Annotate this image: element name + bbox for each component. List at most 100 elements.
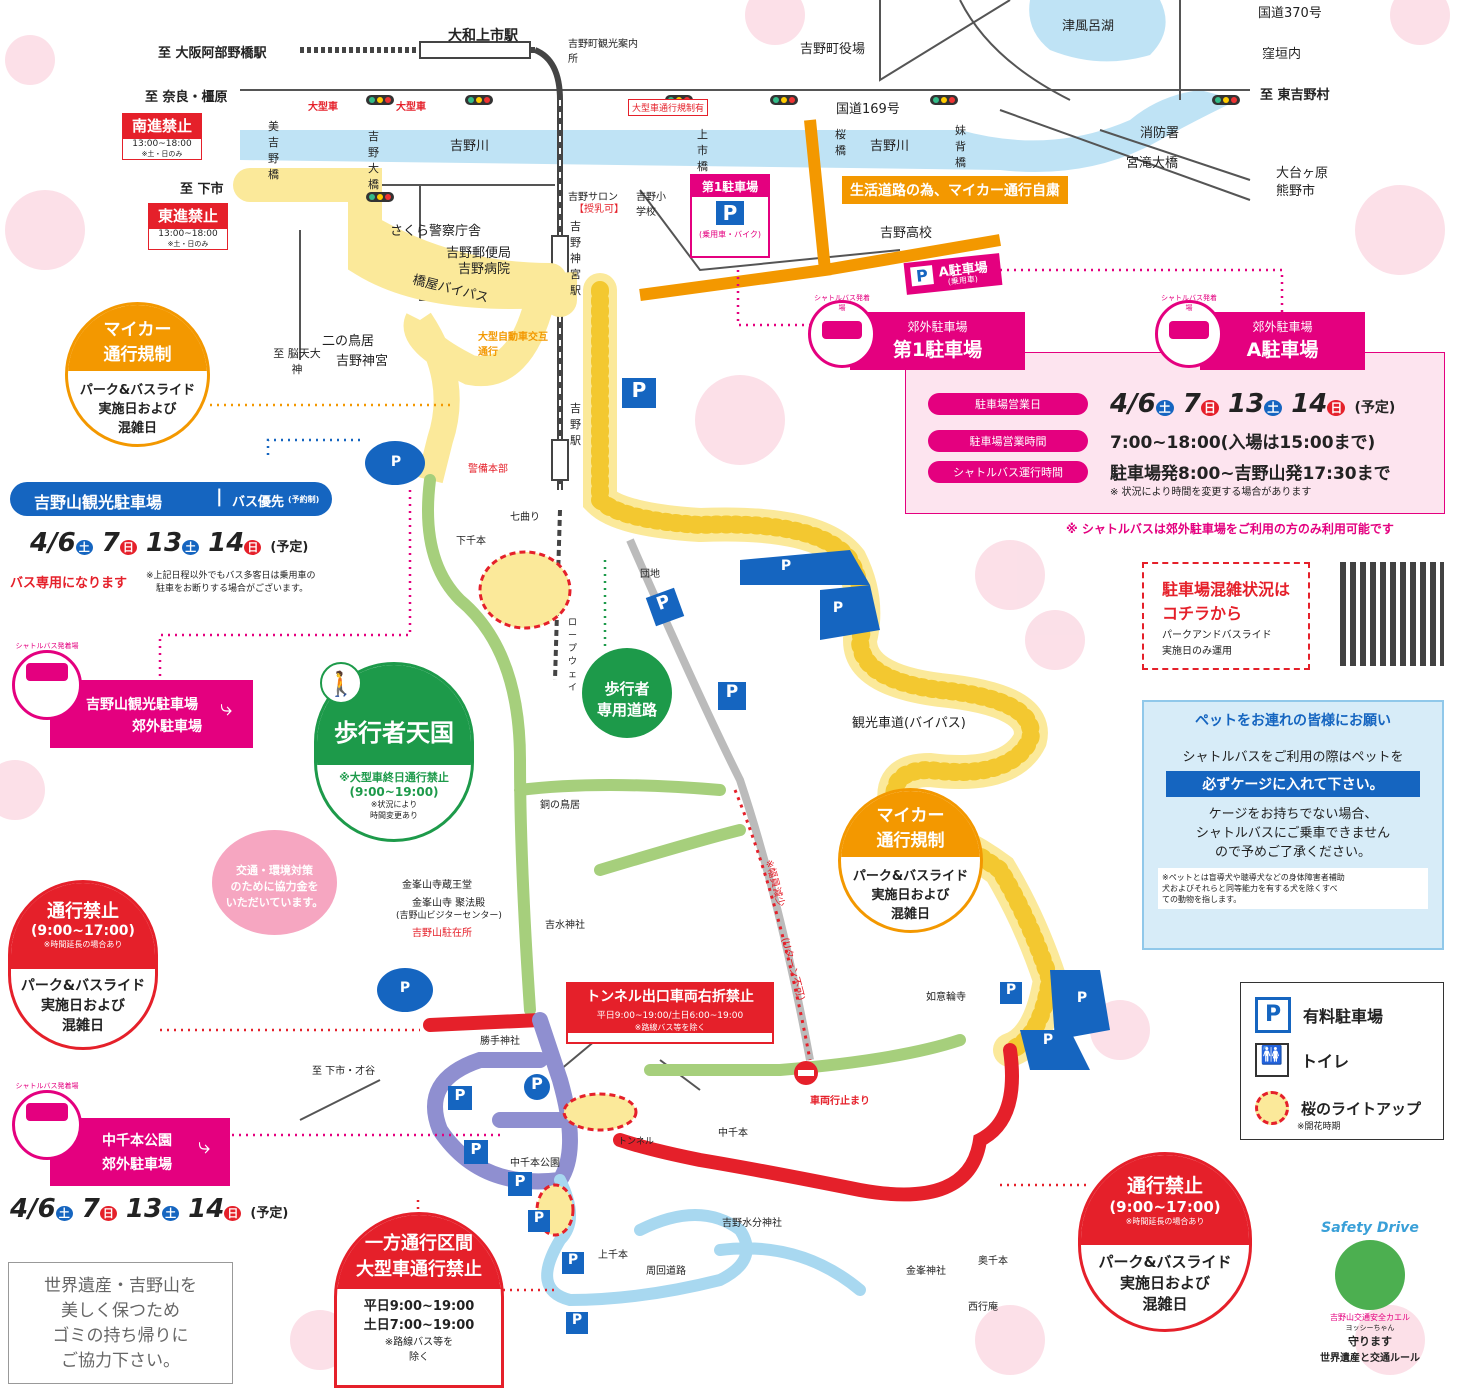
parking-icon[interactable]: P	[1000, 982, 1022, 1004]
parking-icon[interactable]: P	[622, 378, 656, 408]
qr-code[interactable]	[1340, 562, 1444, 666]
dir-nara: 至 奈良・橿原	[145, 90, 228, 105]
loop-road: 周回道路	[646, 1266, 686, 1277]
shuttle-stop-kanko[interactable]: 吉野山観光駐車場 郊外駐車場 ⤷	[50, 680, 253, 748]
visitor: (吉野山ビジターセンター)	[396, 911, 502, 921]
parking-icon[interactable]: P	[1042, 1032, 1054, 1048]
stop-label: 車両行止まり	[810, 1096, 870, 1107]
kumano: 熊野市	[1276, 184, 1316, 199]
town-office: 吉野町役場	[800, 42, 866, 57]
narrow-road	[733, 789, 812, 1061]
post: 吉野郵便局	[446, 246, 512, 261]
school: 吉野小学校	[636, 192, 666, 218]
saigyo: 西行庵	[968, 1302, 998, 1313]
shuttle-note: ※ シャトルバスは郊外駐車場をご利用の方のみ利用可能です	[1066, 522, 1394, 536]
road-yellow-link	[409, 312, 460, 484]
road-closed-1: 通行禁止(9:00~17:00)※時間延長の場合あり パーク&バスライド実施日お…	[8, 880, 158, 1050]
parking-icon[interactable]: P	[718, 682, 746, 710]
shuttle-stop-lot1[interactable]: 郊外駐車場第1駐車場	[850, 312, 1025, 370]
torii-2: 二の鳥居	[322, 334, 375, 349]
local-streets	[240, 0, 1251, 1121]
road-purple	[427, 1012, 578, 1190]
nanamagari: 七曲り	[510, 512, 540, 523]
seikatsu-road-notice: 生活道路の為、マイカー通行自粛	[842, 176, 1068, 204]
lake-tsuburo-label: 津風呂湖	[1062, 19, 1115, 34]
mikumari: 吉野水分神社	[722, 1218, 782, 1229]
parking-icon[interactable]: P	[464, 1140, 488, 1164]
kanko-note-1: ※上記日程以外でもバス多客日は乗用車の	[146, 571, 316, 581]
kami-senbon: 上千本	[598, 1250, 628, 1261]
dir-east-yoshino: 至 東吉野村	[1260, 88, 1330, 103]
yoshino-river	[240, 90, 1238, 172]
mycar-restriction-1: マイカー通行規制 パーク&バスライド実施日および混雑日	[65, 302, 210, 447]
oku-senbon: 奥千本	[978, 1256, 1008, 1267]
police-hq: 警備本部	[468, 464, 508, 475]
station-jingu: 吉野神宮駅	[570, 220, 581, 297]
tourist-info: 吉野町観光案内所	[568, 39, 638, 65]
bus-icon: シャトルバス発着場	[1155, 294, 1223, 368]
parking-icon[interactable]: P	[524, 1074, 550, 1100]
kinpusen: 金峯山寺蔵王堂	[402, 880, 472, 891]
frog-icon	[1335, 1240, 1405, 1310]
parking-icon[interactable]: P	[528, 1210, 550, 1232]
dou-torii: 銅の鳥居	[540, 800, 580, 811]
dir-shimoichi-saitani: 至 下市・才谷	[312, 1066, 376, 1077]
road-blue	[541, 1174, 866, 1307]
salon-sub: 【授乳可】	[574, 204, 624, 215]
south-no-entry: 南進禁止 13:00~18:00※土・日のみ	[122, 113, 202, 160]
bus-icon: シャトルバス発着場	[808, 294, 876, 368]
parking-areas	[365, 441, 1110, 1070]
parking-icon[interactable]: P	[832, 600, 844, 616]
kanko-note-2: 駐車をお断りする場合がございます。	[156, 584, 309, 594]
route-370: 国道370号	[1258, 6, 1322, 21]
nyoirin: 如意輪寺	[926, 992, 966, 1003]
kubogaki: 窪垣内	[1262, 47, 1302, 62]
salon: 吉野サロン	[568, 192, 618, 203]
lot-1-box[interactable]: 第1駐車場 P (乗用車・バイク)	[690, 174, 770, 258]
bus-icon: シャトルバス発着場	[12, 1082, 82, 1160]
bridge-sakura: 桜橋	[835, 128, 846, 157]
katsute: 勝手神社	[480, 1036, 520, 1047]
lake-tsuburo	[1029, 0, 1166, 62]
road-orange	[639, 119, 1002, 301]
bus-only: バス専用になります	[10, 576, 128, 591]
jingu: 吉野神宮	[336, 354, 389, 369]
station-yamato: 大和上市駅	[448, 28, 518, 44]
kinpu-shrine: 金峯神社	[906, 1266, 946, 1277]
bigcar-regulation: 大型車通行規制有	[628, 99, 709, 116]
hospital: 吉野病院	[458, 262, 511, 277]
parking-icon[interactable]: P	[566, 1312, 588, 1334]
dir-osaka: 至 大阪阿部野橋駅	[158, 46, 267, 61]
parking-icon[interactable]: P	[508, 1172, 532, 1196]
parking-icon[interactable]: P	[1076, 990, 1088, 1006]
pedestrian-zone: 歩行者天国 ※大型車終日通行禁止 (9:00~19:00) ※状況により時間変更…	[314, 662, 474, 842]
east-no-entry: 東進禁止 13:00~18:00※土・日のみ	[148, 203, 228, 250]
bridge-yoshino: 吉野大橋	[368, 130, 379, 191]
road-green	[422, 474, 966, 1076]
station-yoshino: 吉野駅	[570, 402, 581, 447]
bigcar-2: 大型車	[396, 102, 426, 113]
parking-icon[interactable]: P	[399, 980, 411, 996]
danchi: 団地	[640, 569, 660, 580]
kanko-road: 観光車道(バイパス)	[852, 716, 966, 731]
walker-icon: 🚶	[320, 662, 362, 704]
lightup-icon	[1255, 1091, 1289, 1125]
walk-only-road: 歩行者専用道路	[582, 648, 672, 738]
parking-icon[interactable]: P	[780, 558, 792, 574]
parking-icon[interactable]: P	[562, 1252, 584, 1274]
parking-icon[interactable]: P	[448, 1086, 472, 1110]
road-yellow-dots	[591, 281, 1060, 1059]
mycar-restriction-2: マイカー通行規制 パーク&バスライド実施日および混雑日	[838, 788, 983, 933]
parking-icon[interactable]: P	[390, 454, 402, 470]
shimo-senbon: 下千本	[456, 536, 486, 547]
bridge-imose: 妹背橋	[955, 124, 966, 169]
kissui: 吉水神社	[545, 920, 585, 931]
kanko-parking-banner[interactable]: 吉野山観光駐車場 | バス優先 (予約制)	[10, 482, 332, 516]
bridge-kamiichi: 上市橋	[697, 128, 708, 173]
jubo: 金峯山寺 聚法殿	[412, 898, 486, 909]
